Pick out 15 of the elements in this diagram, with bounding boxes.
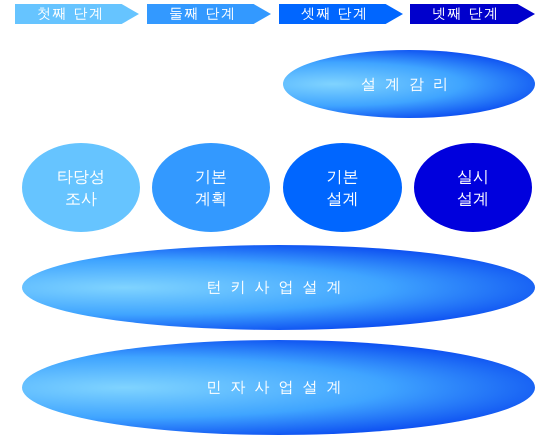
- node-label: 민자사업설계: [206, 377, 350, 398]
- node-label: 넷째 단계: [432, 4, 500, 24]
- node-label: 턴키사업설계: [206, 277, 350, 298]
- node-label: 둘째 단계: [169, 4, 236, 24]
- stage-banner: [410, 4, 535, 24]
- stage-banner: [15, 4, 139, 24]
- stage-banner: [279, 4, 403, 24]
- node-label: 기본 계획: [194, 166, 228, 210]
- node-label: 설계감리: [361, 74, 457, 95]
- stage-banner: [147, 4, 271, 24]
- node-label: 셋째 단계: [301, 4, 368, 24]
- node-label: 기본 설계: [326, 166, 360, 210]
- node-label: 실시 설계: [456, 166, 490, 210]
- node-label: 첫째 단계: [37, 4, 104, 24]
- node-label: 타당성 조사: [56, 166, 106, 210]
